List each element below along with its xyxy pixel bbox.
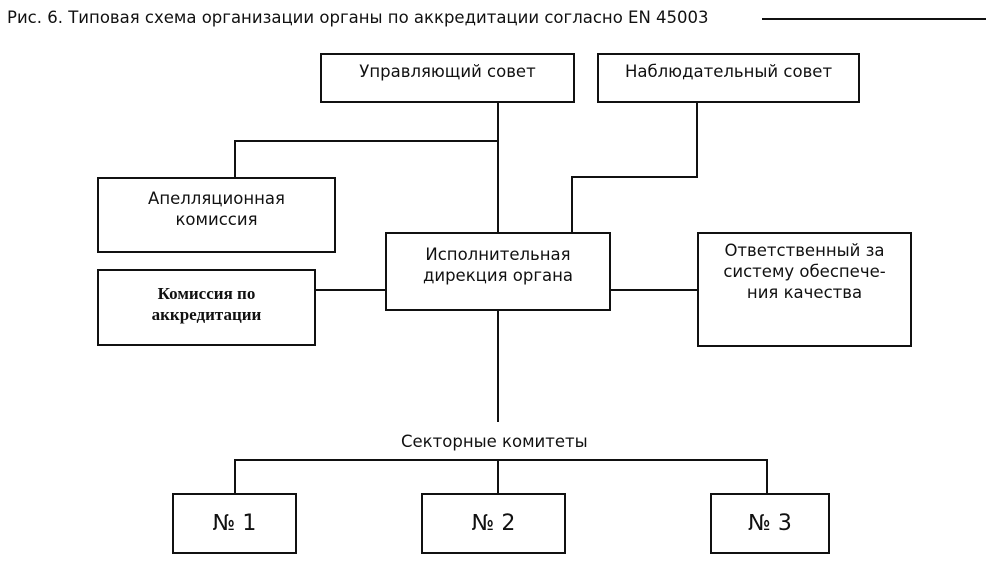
executive-directorate-label: Исполнительная дирекция органа	[422, 245, 574, 285]
caption-rule	[762, 18, 986, 20]
quality-manager-box: Ответственный за систему обеспече- ния к…	[697, 232, 912, 347]
governing-council-label: Управляющий совет	[359, 62, 536, 81]
connector-supervisory-to-directorate	[571, 102, 698, 233]
supervisory-council-box: Наблюдательный совет	[597, 53, 860, 103]
committee-1-box: № 1	[172, 493, 297, 554]
committee-1-label: № 1	[212, 510, 257, 536]
committee-2-box: № 2	[421, 493, 566, 554]
committee-3-box: № 3	[710, 493, 830, 554]
accreditation-commission-label: Комиссия по аккредитации	[151, 284, 262, 324]
committee-3-label: № 3	[748, 510, 792, 536]
accreditation-commission-box: Комиссия по аккредитации	[97, 269, 316, 346]
quality-manager-label: Ответственный за систему обеспече- ния к…	[723, 241, 886, 302]
appeals-commission-label: Апелляционная комиссия	[148, 189, 285, 229]
sector-committees-label: Секторные комитеты	[401, 432, 588, 451]
connector-governing-to-appeals	[234, 140, 498, 178]
appeals-commission-box: Апелляционная комиссия	[97, 177, 336, 253]
executive-directorate-box: Исполнительная дирекция органа	[385, 232, 611, 311]
figure-caption: Рис. 6. Типовая схема организации органы…	[7, 8, 709, 27]
committee-2-label: № 2	[471, 510, 516, 536]
connector-sector-bus	[234, 459, 768, 494]
governing-council-box: Управляющий совет	[320, 53, 575, 103]
supervisory-council-label: Наблюдательный совет	[624, 62, 833, 81]
